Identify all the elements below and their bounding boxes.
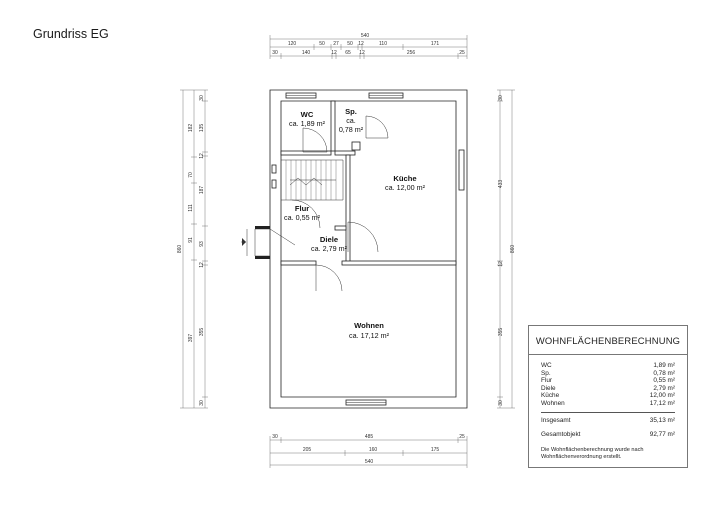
calc-label: Küche — [541, 392, 560, 400]
room-wc-name: WC — [301, 110, 314, 119]
calc-divider — [541, 411, 675, 413]
dim-top-e: 12 — [358, 41, 364, 47]
dim-top-g: 171 — [431, 41, 440, 47]
room-flur-area: ca. 0,55 m² — [284, 213, 321, 222]
calc-row-kueche: Küche 12,00 m² — [541, 392, 675, 400]
calc-value: 0,78 m² — [653, 369, 675, 377]
calc-object-label: Gesamtobjekt — [541, 431, 581, 439]
dim-bottom-e: 160 — [369, 447, 378, 453]
dim-left-i: 187 — [199, 186, 205, 195]
room-flur-name: Flur — [295, 204, 309, 213]
dim-top-f: 110 — [379, 41, 387, 47]
stairs — [271, 159, 344, 201]
dim-top-b: 50 — [319, 41, 325, 47]
calc-row-wohnen: Wohnen 17,12 m² — [541, 400, 675, 408]
calc-label: Sp. — [541, 369, 551, 377]
calc-row-total: Insgesamt 35,13 m² — [541, 417, 675, 425]
calc-label: Diele — [541, 384, 556, 392]
dim-left-a: 182 — [188, 124, 194, 133]
calc-label: Wohnen — [541, 399, 565, 407]
dim-top-m: 256 — [407, 50, 416, 56]
dimension-chain-right: 30 433 12 355 30 860 — [497, 89, 516, 409]
calc-label: WC — [541, 362, 552, 369]
calc-row-sp: Sp. 0,78 m² — [541, 370, 675, 378]
building-walls — [241, 89, 468, 409]
dim-right-a: 30 — [498, 95, 504, 101]
room-wohnen-area: ca. 17,12 m² — [349, 331, 390, 340]
dim-top-c: 27 — [333, 41, 339, 47]
calc-value: 17,12 m² — [649, 399, 675, 407]
room-wc-area: ca. 1,89 m² — [289, 119, 326, 128]
dim-top-l: 12 — [359, 50, 365, 56]
dim-top-a: 120 — [288, 41, 297, 47]
dim-right-d: 355 — [498, 328, 504, 337]
room-kueche-area: ca. 12,00 m² — [385, 183, 426, 192]
dim-top-j: 12 — [331, 50, 337, 56]
dim-bottom-f: 175 — [431, 447, 440, 453]
dim-top-total: 540 — [361, 33, 370, 39]
calc-row-flur: Flur 0,55 m² — [541, 377, 675, 385]
dim-bottom-c: 25 — [459, 434, 465, 440]
room-wohnen-name: Wohnen — [354, 321, 384, 330]
calc-note-line2: Wohnflächenverordnung erstellt. — [541, 453, 622, 460]
dim-left-l: 355 — [199, 328, 205, 337]
dim-right-total: 860 — [510, 245, 516, 254]
dim-top-h: 30 — [272, 50, 278, 56]
plan-title: Grundriss EG — [33, 27, 109, 41]
calc-total-value: 35,13 m² — [649, 416, 675, 424]
calc-value: 12,00 m² — [649, 392, 675, 400]
room-sp-area: 0,78 m² — [339, 125, 364, 134]
dim-left-h: 12 — [199, 153, 205, 159]
room-kueche-name: Küche — [393, 174, 416, 183]
dim-left-j: 93 — [199, 241, 205, 247]
dim-left-e: 397 — [188, 334, 194, 343]
dim-right-e: 30 — [498, 400, 504, 406]
dim-top-k: 65 — [345, 50, 351, 56]
doors — [269, 115, 389, 292]
calc-row-diele: Diele 2,79 m² — [541, 385, 675, 393]
room-diele-name: Diele — [320, 235, 338, 244]
dimension-chain-bottom: 30 485 25 205 160 175 540 — [269, 434, 468, 468]
room-diele-area: ca. 2,79 m² — [311, 244, 348, 253]
calc-label: Flur — [541, 377, 553, 385]
area-calculation-panel: WOHNFLÄCHENBERECHNUNG WC 1,89 m² Sp. 0,7… — [528, 325, 688, 468]
calc-value: 0,55 m² — [653, 377, 675, 385]
calc-total-label: Insgesamt — [541, 416, 571, 424]
calc-value: 2,79 m² — [653, 384, 675, 392]
dimension-chain-left: 860 182 70 111 91 397 30 135 12 187 93 1… — [177, 89, 208, 409]
dim-left-d: 91 — [188, 237, 194, 243]
dim-right-b: 433 — [498, 180, 504, 189]
dim-bottom-b: 485 — [365, 434, 374, 440]
room-sp-ca: ca. — [346, 116, 356, 125]
dim-left-c: 111 — [188, 204, 194, 212]
calc-value: 1,89 m² — [653, 362, 675, 369]
dim-bottom-total: 540 — [365, 459, 374, 465]
dim-left-f: 30 — [199, 95, 205, 101]
dim-left-m: 30 — [199, 400, 205, 406]
dim-right-c: 12 — [498, 261, 504, 267]
room-sp-name: Sp. — [345, 107, 357, 116]
calc-note-line1: Die Wohnflächenberechnung wurde nach — [541, 446, 644, 453]
dim-left-b: 70 — [188, 172, 194, 178]
dim-top-n: 25 — [459, 50, 465, 56]
calc-row-object: Gesamtobjekt 92,77 m² — [541, 431, 675, 439]
calc-row-wc: WC 1,89 m² — [541, 362, 675, 370]
dim-bottom-a: 30 — [272, 434, 278, 440]
dim-left-k: 12 — [199, 262, 205, 268]
dim-top-d: 50 — [347, 41, 353, 47]
dim-top-i: 140 — [302, 50, 311, 56]
dimension-chain-top: 540 120 50 27 50 12 110 171 30 140 12 65… — [269, 33, 468, 59]
dim-bottom-d: 205 — [303, 447, 312, 453]
dim-left-g: 135 — [199, 124, 205, 133]
calc-note: Die Wohnflächenberechnung wurde nach Woh… — [529, 439, 687, 461]
dim-left-total: 860 — [177, 245, 183, 254]
calc-heading: WOHNFLÄCHENBERECHNUNG — [529, 326, 687, 355]
calc-rows: WC 1,89 m² Sp. 0,78 m² Flur 0,55 m² Diel… — [529, 355, 687, 439]
calc-object-value: 92,77 m² — [649, 431, 675, 439]
